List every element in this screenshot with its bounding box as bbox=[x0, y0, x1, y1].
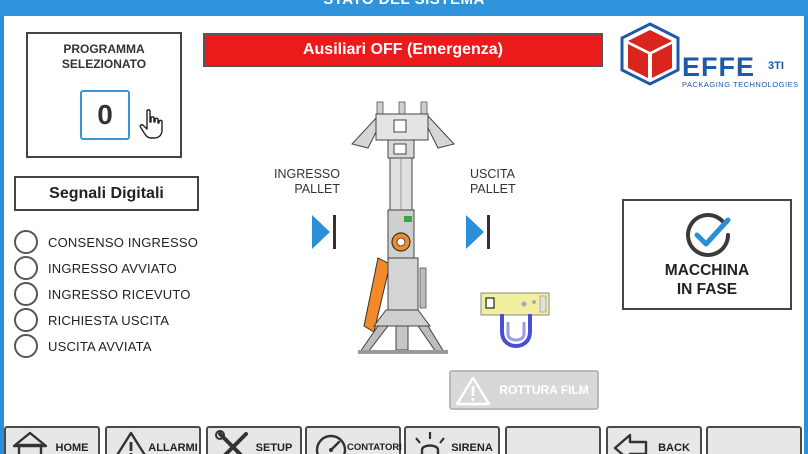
nav-blank-button-2[interactable] bbox=[706, 426, 802, 454]
nav-setup-button[interactable]: SETUP bbox=[206, 426, 302, 454]
logo-tagline: PACKAGING TECHNOLOGIES bbox=[682, 80, 799, 89]
tools-icon bbox=[215, 430, 248, 454]
pallet-exit-arrow-icon bbox=[466, 215, 490, 249]
signal-row: USCITA AVVIATA bbox=[14, 333, 152, 359]
emergency-alarm-banner: Ausiliari OFF (Emergenza) bbox=[203, 33, 603, 67]
signal-indicator-led bbox=[14, 282, 38, 306]
signal-label: INGRESSO RICEVUTO bbox=[48, 286, 191, 302]
machine-status-line1: MACCHINA bbox=[664, 262, 750, 279]
signal-row: INGRESSO AVVIATO bbox=[14, 255, 177, 281]
pallet-entry-label: INGRESSO PALLET bbox=[262, 167, 340, 197]
logo-superscript: 3TI bbox=[768, 60, 784, 72]
signal-row: CONSENSO INGRESSO bbox=[14, 229, 198, 255]
nav-counters-label: CONTATORI bbox=[347, 442, 402, 453]
program-selector-panel: PROGRAMMA SELEZIONATO 0 bbox=[26, 32, 182, 158]
pallet-entry-arrow-icon bbox=[312, 215, 336, 249]
nav-setup-label: SETUP bbox=[255, 442, 293, 454]
program-number-button[interactable]: 0 bbox=[80, 90, 130, 140]
signal-label: RICHIESTA USCITA bbox=[48, 312, 170, 328]
siren-icon bbox=[415, 432, 445, 454]
nav-blank-button-1[interactable] bbox=[505, 426, 601, 454]
nav-counters-button[interactable]: CONTATORI bbox=[305, 426, 402, 454]
signal-label: CONSENSO INGRESSO bbox=[48, 234, 199, 250]
nav-siren-button[interactable]: SIRENA bbox=[404, 426, 500, 454]
machine-status-line2: IN FASE bbox=[676, 281, 738, 298]
company-logo: EFFE 3TI PACKAGING TECHNOLOGIES bbox=[610, 20, 800, 92]
nav-back-label: BACK bbox=[658, 442, 690, 454]
nav-home-button[interactable]: HOME bbox=[4, 426, 100, 454]
frame-right-border bbox=[804, 0, 808, 454]
logo-wordmark: EFFE bbox=[682, 52, 756, 82]
program-label-line1: PROGRAMMA bbox=[63, 42, 145, 56]
film-break-label: ROTTURA FILM bbox=[499, 383, 589, 397]
pallet-exit-label: USCITA PALLET bbox=[470, 167, 530, 197]
nav-alarms-label: ALLARMI bbox=[148, 442, 198, 454]
nav-alarms-button[interactable]: ALLARMI bbox=[105, 426, 201, 454]
page-title: STATO DEL SISTEMA bbox=[0, 0, 808, 8]
warning-triangle-icon bbox=[455, 376, 491, 406]
nav-back-button[interactable]: BACK bbox=[606, 426, 702, 454]
digital-signals-header: Segnali Digitali bbox=[14, 176, 199, 211]
signal-indicator-led bbox=[14, 256, 38, 280]
signal-indicator-led bbox=[14, 308, 38, 332]
wrapping-machine-illustration bbox=[351, 101, 455, 354]
nav-siren-label: SIRENA bbox=[451, 442, 493, 454]
program-label: PROGRAMMA SELEZIONATO bbox=[28, 42, 180, 72]
pallet-entry-label-line1: INGRESSO bbox=[274, 167, 340, 181]
signal-row: INGRESSO RICEVUTO bbox=[14, 281, 191, 307]
machine-status-text: MACCHINA IN FASE bbox=[624, 261, 790, 299]
pallet-entry-label-line2: PALLET bbox=[294, 182, 340, 196]
program-label-line2: SELEZIONATO bbox=[61, 57, 147, 71]
hand-pointer-icon bbox=[139, 109, 163, 139]
warning-triangle-icon bbox=[116, 431, 146, 454]
check-circle-icon bbox=[686, 213, 731, 257]
film-break-button[interactable]: ROTTURA FILM bbox=[449, 370, 599, 410]
title-bar: STATO DEL SISTEMA bbox=[0, 0, 808, 16]
bottom-navbar: HOME ALLARMI SETUP CONTATORI bbox=[0, 424, 808, 454]
signal-row: RICHIESTA USCITA bbox=[14, 307, 169, 333]
gauge-icon bbox=[315, 434, 347, 454]
signal-indicator-led bbox=[14, 230, 38, 254]
machine-status-panel: MACCHINA IN FASE bbox=[622, 199, 792, 310]
signal-label: USCITA AVVIATA bbox=[48, 338, 152, 354]
home-icon bbox=[12, 431, 48, 454]
signal-indicator-led bbox=[14, 334, 38, 358]
pallet-exit-label-line2: PALLET bbox=[470, 182, 516, 196]
back-arrow-icon bbox=[613, 433, 648, 454]
nav-home-label: HOME bbox=[55, 442, 89, 454]
pallet-exit-label-line1: USCITA bbox=[470, 167, 515, 181]
film-gripper-illustration bbox=[480, 292, 550, 349]
logo-cube-icon bbox=[620, 22, 680, 86]
signal-label: INGRESSO AVVIATO bbox=[48, 260, 177, 276]
frame-left-border bbox=[0, 0, 4, 454]
